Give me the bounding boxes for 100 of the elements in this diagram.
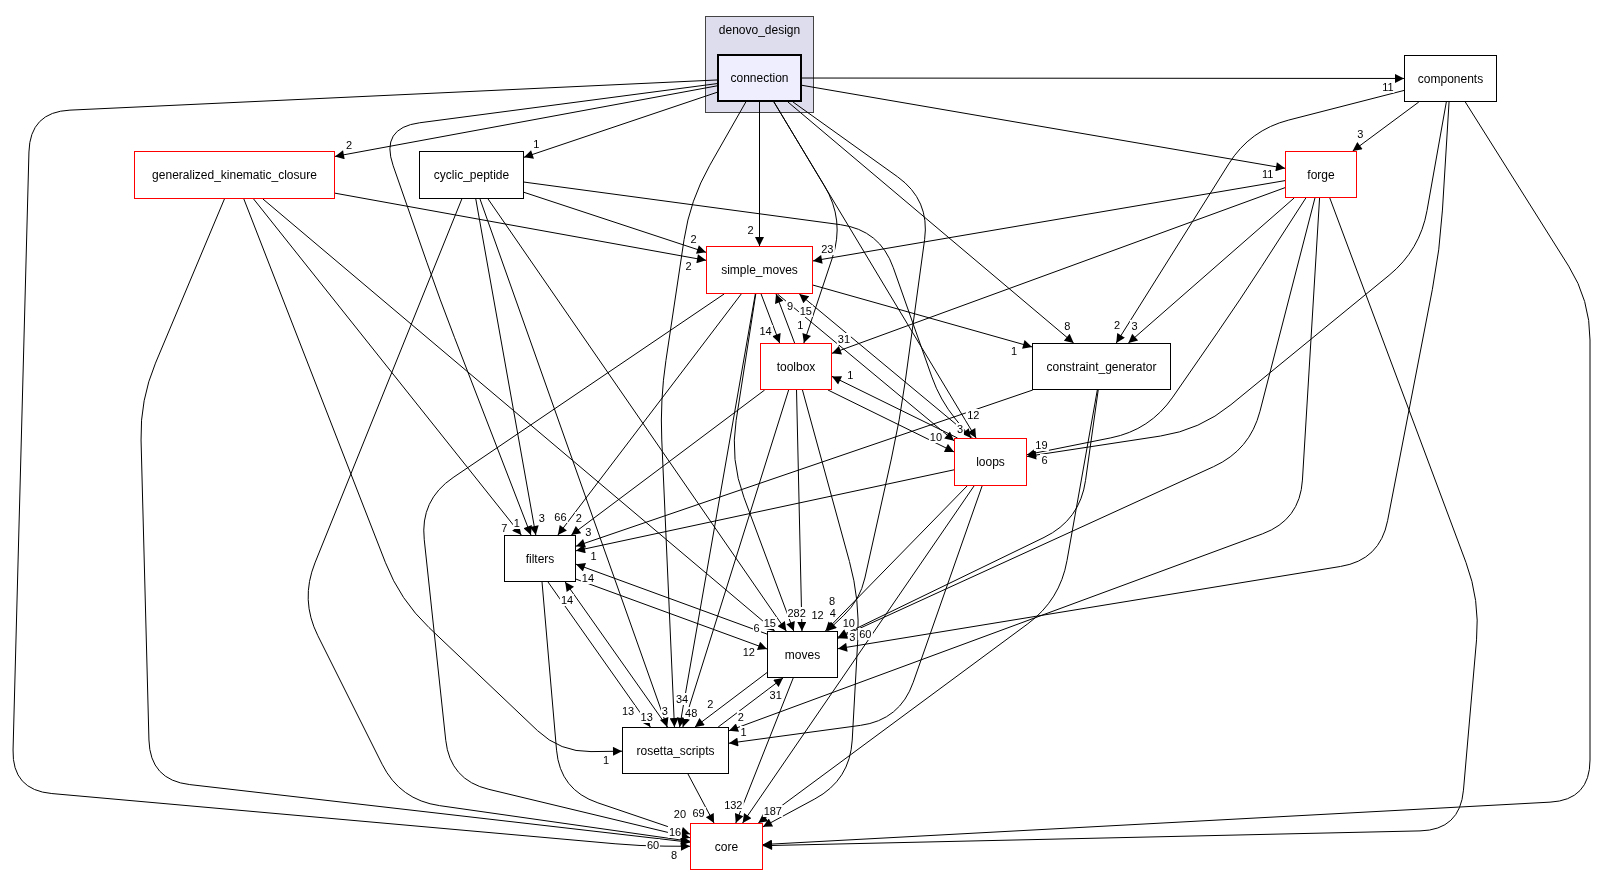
arrow: [831, 187, 1286, 355]
arrow: [243, 198, 623, 756]
edge-label: 9: [786, 299, 795, 312]
arrow: [676, 293, 756, 728]
edge-label: 8: [669, 849, 678, 862]
edge-label: 1: [512, 517, 521, 530]
edge-label: 3: [1356, 128, 1365, 141]
edge-label: 12: [810, 608, 825, 621]
folder-name: connection: [730, 71, 789, 85]
folder-name: cyclic_peptide: [433, 168, 510, 182]
edge-label: 2: [746, 224, 755, 236]
arrow: [1115, 89, 1405, 344]
arrow: [796, 389, 807, 632]
edge-label: 6: [1040, 454, 1049, 467]
folder-box: [760, 343, 832, 390]
arrow: [575, 563, 768, 635]
arrow: [262, 198, 776, 632]
edge-label: 187: [762, 805, 783, 818]
arrow: [575, 469, 955, 554]
arrow: [801, 73, 1405, 83]
arrow: [717, 677, 784, 728]
edge-label: 1: [739, 726, 748, 739]
folder-box: [1285, 151, 1357, 198]
arrow: [755, 101, 764, 247]
edge-label: 13: [639, 711, 654, 724]
arrow: [547, 581, 651, 728]
edge-label: 60: [858, 628, 873, 641]
arrow: [475, 198, 539, 536]
arrow: [575, 578, 768, 651]
folder-box: [690, 823, 763, 870]
arrow: [837, 197, 1316, 639]
edge-label: 2: [684, 260, 693, 273]
edge-label: 282: [786, 606, 807, 619]
folder-name: components: [1417, 71, 1484, 86]
arrow: [541, 581, 691, 836]
edge-label: 2: [706, 698, 715, 711]
folder-name: constraint_generator: [1046, 359, 1157, 374]
arrow: [12, 79, 718, 851]
folder-box: [419, 151, 524, 199]
arrow: [487, 198, 787, 632]
edge-label: 3: [848, 631, 857, 644]
arrow: [1127, 197, 1295, 344]
edge-label: 12: [966, 409, 981, 422]
arrow: [479, 198, 669, 728]
arrow: [557, 293, 742, 536]
edge-label: 1: [532, 137, 541, 150]
arrow: [660, 101, 747, 728]
arrow: [423, 293, 725, 840]
arrow: [837, 101, 1450, 652]
edge-label: 2: [345, 138, 354, 151]
arrow: [801, 84, 1286, 172]
arrow: [787, 101, 1075, 344]
arrow: [523, 91, 718, 159]
edge-label: 11: [1381, 81, 1395, 94]
edge-label: 132: [723, 798, 744, 811]
arrow: [570, 389, 766, 536]
edge-label: 12: [741, 645, 756, 658]
arrow: [564, 581, 668, 728]
folder-name: generalized_kinematic_closure: [152, 168, 317, 182]
arrow: [760, 293, 781, 344]
arrow: [812, 284, 1033, 349]
folder-name: toolbox: [776, 359, 816, 374]
arrow: [798, 293, 974, 439]
folder-box: [954, 438, 1027, 486]
arrow: [334, 85, 718, 160]
edge-label: 23: [820, 243, 835, 256]
edge-label: 4: [828, 607, 837, 620]
folder-name: simple_moves: [721, 263, 798, 277]
group-title: denovo_design: [717, 23, 802, 37]
arrow: [694, 672, 768, 728]
folder-box: [706, 246, 813, 294]
arrow: [307, 198, 691, 845]
arrow: [728, 197, 1321, 732]
edge-label: 15: [798, 305, 813, 318]
edge-label: 14: [559, 594, 575, 607]
arrow: [1352, 101, 1420, 152]
edge-label: 8: [828, 595, 837, 608]
arrow: [687, 773, 715, 824]
edge-label: 1: [796, 318, 805, 331]
edge-label: 2: [689, 232, 698, 245]
arrow: [824, 485, 968, 632]
arrow: [757, 389, 1098, 824]
arrow: [762, 197, 1478, 850]
edge-label: 7: [500, 522, 509, 535]
folder-name: loops: [976, 455, 1005, 469]
arrow: [523, 181, 972, 439]
arrow: [681, 389, 790, 728]
edge-label: 19: [1034, 439, 1049, 452]
edge-label: 11: [1261, 168, 1275, 181]
edge-label: 3: [660, 705, 669, 718]
arrow: [734, 677, 794, 824]
arrow: [733, 293, 795, 632]
folder-box: [622, 727, 729, 774]
arrow: [812, 180, 1286, 264]
edge-label: 31: [768, 688, 783, 701]
folder-box: [717, 54, 802, 102]
edge-label: 13: [620, 704, 636, 717]
edge-label: 31: [836, 333, 852, 346]
edge-label: 1: [602, 754, 611, 767]
edge-label: 1: [589, 550, 598, 563]
